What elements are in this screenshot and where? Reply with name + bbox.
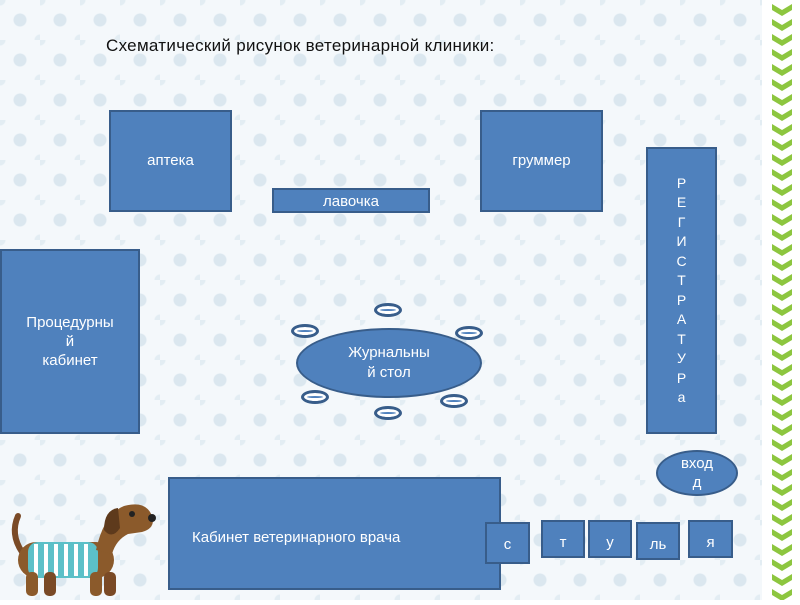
chevron-icon (772, 589, 792, 601)
registry-letter: Р (676, 369, 687, 386)
chevron-icon (772, 274, 792, 286)
chevron-icon (772, 94, 792, 106)
registry-letter: а (677, 389, 686, 405)
pharmacy-room: аптека (109, 110, 232, 212)
chevron-icon (772, 409, 792, 421)
journal-table: Журнальны й стол (296, 328, 482, 398)
chevron-icon (772, 109, 792, 121)
chevron-icon (772, 514, 792, 526)
chair-letter-text: т (559, 534, 567, 551)
chevron-icon (772, 319, 792, 331)
registry-letter: С (676, 252, 687, 269)
chevron-icon (772, 244, 792, 256)
registry-letter: Т (677, 330, 686, 347)
chevron-icon (772, 19, 792, 31)
chair-letter-text: я (706, 534, 715, 551)
journal-table-label-line1: Журнальны (348, 344, 430, 361)
chevron-icon (772, 439, 792, 451)
chevron-icon (772, 64, 792, 76)
chevron-icon (772, 34, 792, 46)
chair-letter: ль (636, 522, 680, 560)
registry-letter: И (676, 233, 687, 249)
chevron-icon (772, 544, 792, 556)
chevron-icon (772, 424, 792, 436)
procedure-room: Процедурны й кабинет (0, 249, 140, 434)
bench: лавочка (272, 188, 430, 213)
chevron-icon (772, 289, 792, 301)
chevron-icon (772, 574, 792, 586)
chevron-icon (772, 49, 792, 61)
table-chair (440, 394, 468, 408)
chevron-icon (772, 304, 792, 316)
chevron-icon (772, 334, 792, 346)
chevron-icon (772, 139, 792, 151)
chevron-icon (772, 364, 792, 376)
chevron-icon (772, 124, 792, 136)
chevron-icon (772, 214, 792, 226)
groomer-label: груммер (512, 152, 571, 169)
chair-letter-text: с (503, 536, 512, 553)
decorative-border (762, 0, 800, 601)
chevron-icon (772, 229, 792, 241)
chevron-icon (772, 454, 792, 466)
chevron-icon (772, 559, 792, 571)
chair-letter: у (588, 520, 632, 558)
vet-office: Кабинет ветеринарного врача (168, 477, 501, 590)
registry-letter: Т (677, 272, 686, 288)
vet-office-label: Кабинет ветеринарного врача (192, 529, 401, 546)
chevron-icon (772, 154, 792, 166)
registry-letter: Р (676, 174, 687, 191)
chair-letter-text: у (606, 534, 614, 551)
chevron-icon (772, 4, 792, 16)
chevron-icon (772, 199, 792, 211)
registry-letter: Р (676, 291, 687, 308)
chevron-icon (772, 184, 792, 196)
journal-table-label-line2: й стол (367, 364, 411, 381)
chair-letter: с (485, 522, 530, 564)
table-chair (374, 303, 402, 317)
table-chair (455, 326, 483, 340)
chevron-icon (772, 484, 792, 496)
entrance: вход д (656, 450, 738, 496)
registry-letter: Е (676, 194, 687, 210)
chair-letter: т (541, 520, 585, 558)
pharmacy-label: аптека (147, 152, 194, 169)
registry-letter: У (677, 350, 686, 366)
entrance-label-line1: вход (680, 455, 714, 472)
registry-letter: А (676, 311, 687, 327)
chair-letter: я (688, 520, 733, 558)
chevron-border-icon (772, 4, 792, 601)
chevron-icon (772, 349, 792, 361)
procedure-room-label-line2: й (65, 333, 75, 350)
registry-letter: Г (677, 213, 686, 230)
table-chair (291, 324, 319, 338)
table-chair (301, 390, 329, 404)
page-title: Схематический рисунок ветеринарной клини… (106, 36, 495, 55)
chevron-icon (772, 79, 792, 91)
chair-letter-text: ль (649, 536, 667, 553)
entrance-label-line2: д (692, 474, 702, 491)
dog-icon (11, 504, 156, 596)
chevron-icon (772, 259, 792, 271)
chevron-icon (772, 469, 792, 481)
chevron-icon (772, 529, 792, 541)
chevron-icon (772, 379, 792, 391)
bench-label: лавочка (323, 193, 379, 210)
procedure-room-label-line1: Процедурны (26, 314, 114, 331)
groomer-room: груммер (480, 110, 603, 212)
table-chair (374, 406, 402, 420)
chevron-icon (772, 499, 792, 511)
chevron-icon (772, 394, 792, 406)
procedure-room-label-line3: кабинет (42, 352, 98, 369)
chevron-icon (772, 169, 792, 181)
